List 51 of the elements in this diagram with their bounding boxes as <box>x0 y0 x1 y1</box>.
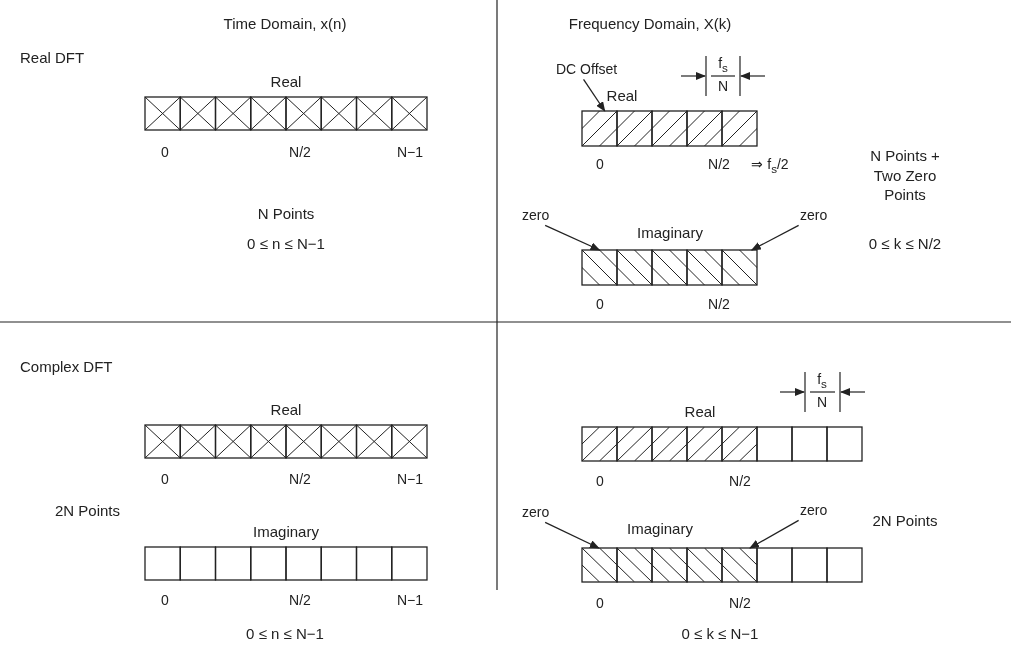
array-label: Imaginary <box>637 225 703 242</box>
leader-arrow <box>582 78 606 112</box>
index-label: N−1 <box>396 593 424 609</box>
index-label: 0 <box>161 472 169 488</box>
callout-text: zero <box>800 208 828 224</box>
index-label: 0 <box>596 474 604 490</box>
leader-arrow <box>749 519 800 549</box>
point-count: N Points <box>257 206 315 223</box>
index-label: 0 <box>161 593 169 609</box>
fraction-numerator: f$_{s}$ <box>817 372 827 391</box>
fraction-denominator: N <box>717 79 729 95</box>
index-label: N/2 <box>289 472 311 488</box>
leader-arrow <box>544 224 601 251</box>
row-heading: Complex DFT <box>20 359 113 376</box>
index-range: 0 ≤ n ≤ N−1 <box>247 236 325 253</box>
index-label: N−1 <box>396 472 424 488</box>
point-count: 2N Points <box>55 503 121 520</box>
index-label: N−1 <box>396 145 424 161</box>
index-label: 0 <box>596 297 604 313</box>
leader-arrow <box>544 521 600 549</box>
index-label: 0 <box>596 596 604 612</box>
point-count: N Points + Two Zero Points <box>869 146 941 205</box>
index-range: 0 ≤ n ≤ N−1 <box>246 626 324 643</box>
array-label: Real <box>684 404 716 421</box>
leader-arrow <box>750 224 800 251</box>
column-heading: Frequency Domain, X(k) <box>568 16 732 33</box>
row-heading: Real DFT <box>20 50 85 67</box>
index-label: 0 <box>161 145 169 161</box>
array-label: Real <box>270 74 302 91</box>
array-label: Imaginary <box>253 524 319 541</box>
array-label: Real <box>606 88 638 105</box>
index-label: N/2 <box>289 145 311 161</box>
column-heading: Time Domain, x(n) <box>223 16 347 33</box>
callout-text: zero <box>522 505 550 521</box>
callout-text: zero <box>800 503 828 519</box>
index-label: N/2 <box>708 157 730 173</box>
callout-text: DC Offset <box>556 62 618 78</box>
index-label: N/2 <box>729 474 751 490</box>
index-label: N/2 <box>289 593 311 609</box>
index-label: N/2 <box>729 596 751 612</box>
fraction-numerator: f$_{s}$ <box>718 56 728 75</box>
array-label: Imaginary <box>627 521 693 538</box>
callout-text: zero <box>522 208 550 224</box>
index-label: ⇒ f$_{s}$/2 <box>751 157 789 176</box>
fraction-denominator: N <box>816 395 828 411</box>
index-range: 0 ≤ k ≤ N/2 <box>868 236 942 253</box>
point-count: 2N Points <box>872 513 938 530</box>
index-label: 0 <box>596 157 604 173</box>
index-label: N/2 <box>708 297 730 313</box>
index-range: 0 ≤ k ≤ N−1 <box>681 626 759 643</box>
array-label: Real <box>270 402 302 419</box>
